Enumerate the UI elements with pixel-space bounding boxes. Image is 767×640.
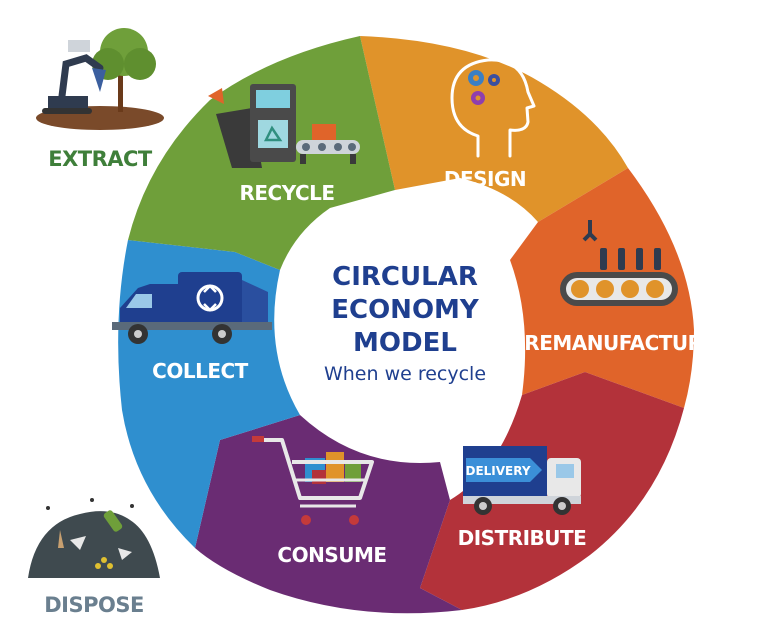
segment-collect-label: COLLECT <box>152 359 249 383</box>
delivery-truck-icon <box>463 446 581 515</box>
segment-distribute-label: DISTRIBUTE <box>458 526 587 550</box>
shopping-cart-icon <box>252 436 374 525</box>
segment-design <box>360 36 628 222</box>
excavator-tree-icon <box>36 28 164 130</box>
dispose-label: DISPOSE <box>44 593 144 617</box>
recycling-machine-icon <box>208 84 360 168</box>
delivery-text: DELIVERY <box>465 464 530 478</box>
extract-label: EXTRACT <box>48 147 153 171</box>
segment-design-label: DESIGN <box>444 167 526 191</box>
segment-consume <box>195 415 462 614</box>
center-title-line-3: MODEL <box>353 328 457 358</box>
center-title-line-2: ECONOMY <box>331 295 480 325</box>
garbage-truck-icon <box>112 272 272 344</box>
center-hub: CIRCULAR ECONOMY MODEL When we recycle <box>282 200 518 436</box>
center-title-line-1: CIRCULAR <box>332 262 478 292</box>
bottling-conveyor-icon <box>560 220 678 306</box>
trash-pile-icon <box>28 498 160 578</box>
segment-consume-label: CONSUME <box>277 543 386 567</box>
center-circle <box>282 200 518 436</box>
head-gears-icon <box>450 58 536 158</box>
center-subtitle: When we recycle <box>324 363 486 385</box>
segment-recycle-label: RECYCLE <box>239 181 334 205</box>
segment-remanufacture-label: REMANUFACTURE <box>524 331 715 355</box>
